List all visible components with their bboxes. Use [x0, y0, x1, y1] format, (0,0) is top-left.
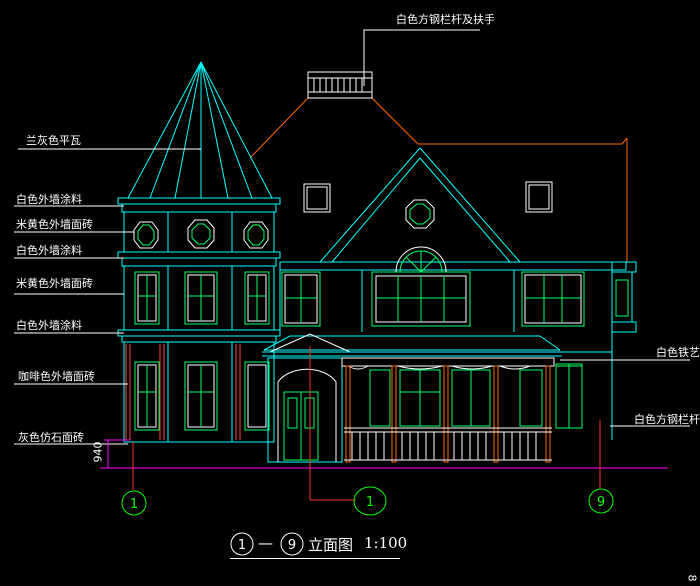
label-wall-paint-3: 白色外墙涂料 — [16, 319, 82, 332]
axis-circle-middle: 1 — [353, 486, 387, 516]
tower-spire — [127, 61, 273, 199]
axis-right-label: 9 — [597, 495, 605, 510]
title-start-label: 1 — [238, 538, 246, 553]
label-tile-coffee: 咖啡色外墙面砖 — [18, 370, 95, 383]
octagon-windows — [133, 219, 269, 249]
tower-windows — [134, 271, 270, 431]
label-top-railing: 白色方钢栏杆及扶手 — [396, 13, 495, 26]
label-tile-yellow-1: 米黄色外墙面砖 — [16, 218, 93, 231]
axis-left-label: 1 — [130, 497, 138, 512]
label-ironwork: 白色铁艺 — [656, 346, 700, 359]
title-axis-end: 9 — [280, 532, 304, 556]
dimension-label: 940 — [91, 441, 105, 463]
fan-window — [371, 246, 471, 327]
title-axis-start: 1 — [230, 532, 254, 556]
leader-lines — [14, 29, 690, 445]
porch-entrance — [267, 357, 343, 463]
title-underline — [230, 558, 400, 559]
axis-middle-label: 1 — [366, 495, 374, 510]
tower-lower-columns — [125, 344, 241, 440]
right-bay — [611, 261, 637, 333]
top-railing — [307, 71, 373, 99]
right-wing-lower — [555, 351, 612, 429]
label-railing-right: 白色方钢栏杆及 — [634, 413, 700, 426]
central-gable — [279, 147, 627, 440]
label-roof-tile: 兰灰色平瓦 — [26, 134, 81, 147]
label-wall-paint-1: 白色外墙涂料 — [16, 193, 82, 206]
corner-mark: 8 — [685, 574, 699, 582]
axis-lines — [132, 346, 601, 501]
axis-circle-right: 9 — [588, 488, 614, 514]
porch-roof — [262, 333, 562, 357]
dimension-940 — [104, 439, 130, 469]
dormer-windows — [303, 181, 553, 213]
title-scale: 1:100 — [364, 534, 408, 552]
porch-balustrade — [344, 427, 552, 461]
gable-octagon — [405, 199, 435, 229]
label-wall-paint-2: 白色外墙涂料 — [16, 244, 82, 257]
label-stone-grey: 灰色仿石面砖 — [18, 431, 84, 444]
title-dash: — — [258, 534, 273, 552]
side-windows-upper — [281, 271, 585, 327]
title-name: 立面图 — [308, 536, 354, 554]
label-tile-yellow-2: 米黄色外墙面砖 — [16, 277, 93, 290]
axis-circle-left: 1 — [121, 490, 147, 516]
tower-body — [117, 197, 281, 443]
title-end-label: 9 — [288, 538, 296, 553]
